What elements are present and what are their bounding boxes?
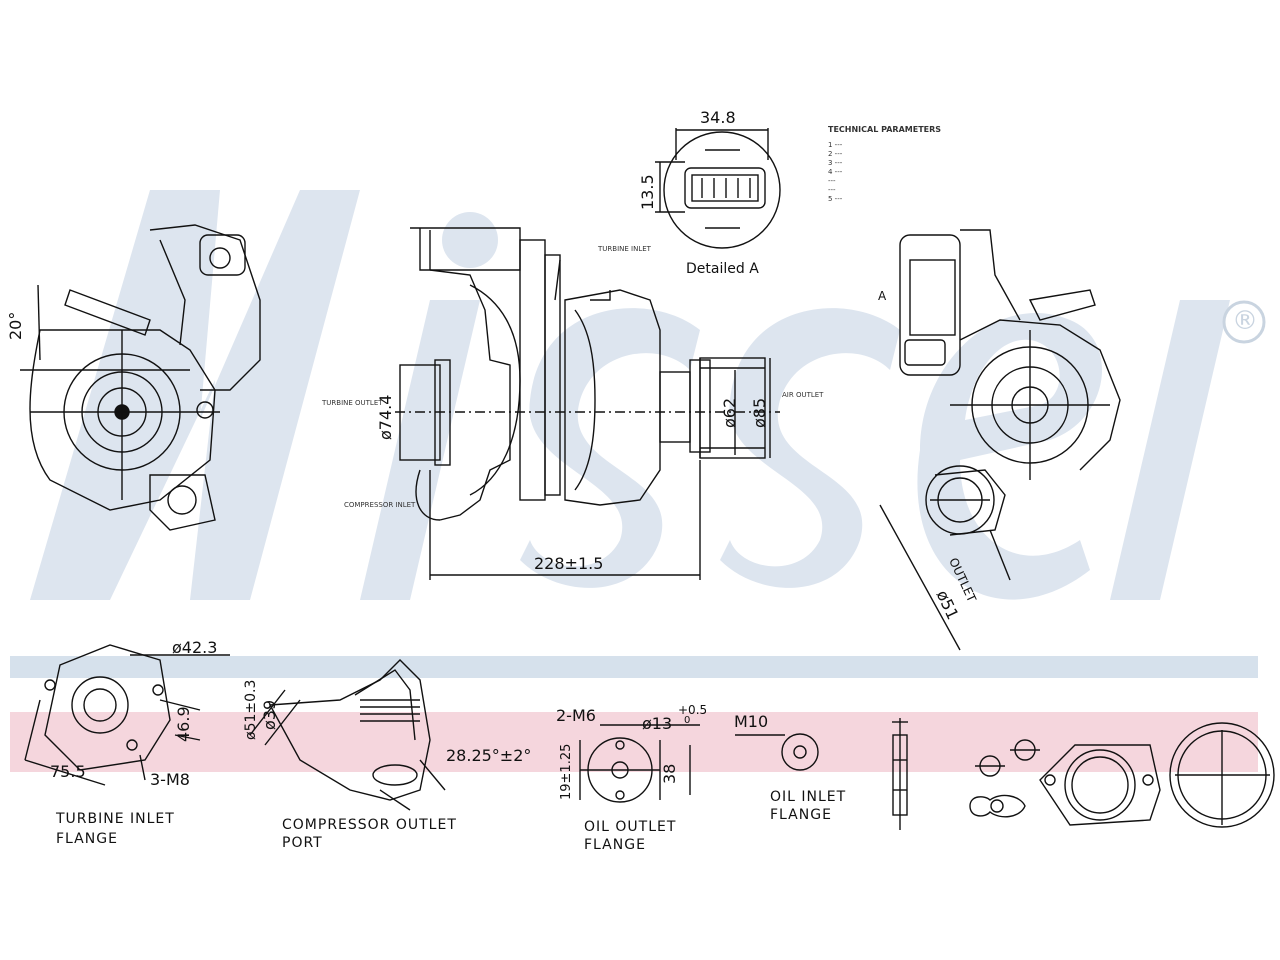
- oil-outlet-tol-lower: 0: [684, 715, 691, 726]
- oil-outlet-caption-1: OIL OUTLET: [584, 819, 677, 835]
- compressor-outlet-caption-1: COMPRESSOR OUTLET: [282, 817, 457, 833]
- technical-parameter-row: ---: [828, 177, 836, 185]
- oil-inlet-flange-drawing: [735, 733, 819, 771]
- oil-outlet-flange-drawing: [579, 724, 700, 803]
- technical-parameter-row: 5 ---: [828, 195, 843, 203]
- main-note-top: TURBINE INLET: [598, 245, 651, 253]
- turbine-inlet-caption-1: TURBINE INLET: [56, 811, 175, 827]
- detail-a-width-dim: 34.8: [700, 108, 736, 127]
- oil-outlet-bolts: 2-M6: [556, 706, 596, 725]
- oil-outlet-caption-2: FLANGE: [584, 837, 646, 853]
- detail-a-height-dim: 13.5: [638, 174, 657, 210]
- oil-outlet-dim-height: 19±1.25: [559, 743, 574, 800]
- right-view-marker: A: [878, 289, 887, 303]
- main-note-left: TURBINE OUTLET: [322, 399, 383, 407]
- oil-outlet-tol-upper: +0.5: [678, 703, 708, 717]
- technical-parameters-heading: TECHNICAL PARAMETERS: [828, 125, 942, 134]
- oil-outlet-dim-side: 38: [660, 763, 679, 784]
- main-note-right: AIR OUTLET: [782, 391, 824, 399]
- oil-inlet-caption-2: FLANGE: [770, 807, 832, 823]
- side-view-angle: 20°: [6, 311, 25, 340]
- compressor-outlet-dia-outer: ø51±0.3: [243, 679, 259, 740]
- detail-a-caption: Detailed A: [686, 261, 759, 277]
- technical-parameter-row: 4 ---: [828, 168, 843, 176]
- registered-mark: ®: [1232, 306, 1258, 336]
- oil-inlet-caption-1: OIL INLET: [770, 789, 847, 805]
- band-pink: [10, 712, 1258, 772]
- turbine-inlet-caption-2: FLANGE: [56, 831, 118, 847]
- main-note-bottom: COMPRESSOR INLET: [344, 501, 416, 509]
- compressor-outlet-port-drawing: [249, 659, 446, 811]
- turbine-inlet-bolts: 3-M8: [150, 770, 190, 789]
- compressor-outlet-angle: 28.25°±2°: [446, 746, 532, 765]
- central-elevation-view: [395, 227, 780, 580]
- technical-parameters-rows: 1 ---2 ---3 ---4 ---------5 ---: [828, 142, 958, 203]
- turbine-inlet-dim-a: 46.9: [174, 706, 193, 742]
- technical-parameter-row: 1 ---: [828, 141, 843, 149]
- left-side-view: [20, 224, 261, 531]
- technical-parameter-row: ---: [828, 186, 836, 194]
- oil-outlet-dia: ø13: [642, 714, 673, 733]
- registered-mark-circle: [1222, 300, 1266, 344]
- detail-a-connector: [655, 128, 781, 249]
- turbine-inlet-flange-drawing: [24, 644, 230, 786]
- technical-parameters-block: TECHNICAL PARAMETERS 1 ---2 ---3 ---4 --…: [828, 126, 958, 205]
- turbine-inlet-dim-b: 75.5: [50, 762, 86, 781]
- turbine-inlet-dia: ø42.3: [172, 638, 218, 657]
- technical-parameter-row: 2 ---: [828, 150, 843, 158]
- compressor-outlet-dia-inner: ø39: [260, 699, 279, 730]
- technical-parameter-row: 3 ---: [828, 159, 843, 167]
- oil-inlet-thread: M10: [734, 712, 769, 731]
- right-side-view: [879, 229, 1121, 651]
- stud-bolt-drawing: [892, 718, 908, 830]
- band-blue: [10, 656, 1258, 678]
- main-length: 228±1.5: [534, 554, 604, 573]
- compressor-outlet-caption-2: PORT: [282, 835, 323, 851]
- main-dia-outlet-outer: ø85: [750, 397, 769, 428]
- gasket-set-drawing: [969, 722, 1275, 828]
- main-dia-outlet-inner: ø62: [720, 397, 739, 428]
